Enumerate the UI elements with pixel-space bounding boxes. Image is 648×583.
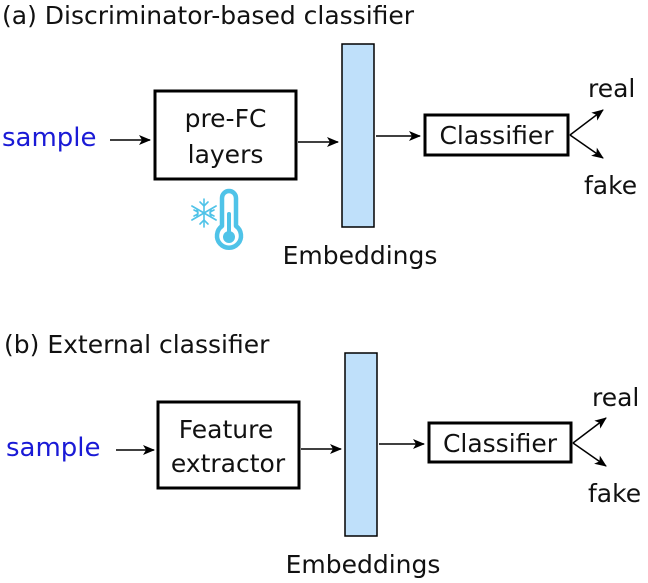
panel-b-feature-box	[156, 400, 301, 490]
snowflake-icon	[191, 198, 217, 228]
panel-a-fake-label: fake	[584, 171, 637, 200]
panel-a-embeddings-bar	[341, 43, 375, 228]
panel-b-classifier-box	[427, 421, 573, 464]
panel-b-input-label: sample	[6, 433, 101, 463]
panel-b-real-label: real	[592, 383, 639, 412]
panel-a-embeddings-label: Embeddings	[283, 241, 438, 270]
panel-b-embeddings-label: Embeddings	[286, 550, 441, 579]
panel-b-classifier-label: Classifier	[443, 429, 558, 458]
panel-a-title: (a) Discriminator-based classifier	[2, 1, 415, 30]
panel-a-real-label: real	[588, 74, 635, 103]
panel-a-fake-arrow	[569, 134, 604, 159]
panel-a-prefc-line2: layers	[188, 140, 264, 169]
panel-a-prefc-line1: pre-FC	[185, 104, 267, 133]
panel-b-title: (b) External classifier	[4, 330, 270, 359]
panel-a-prefc-box	[153, 89, 298, 181]
thermometer-icon	[214, 188, 244, 250]
panel-b-real-arrow	[572, 417, 607, 444]
panel-b-feature-line1: Feature	[179, 415, 273, 444]
panel-b-embeddings-bar	[344, 352, 378, 537]
panel-a-classifier-label: Classifier	[439, 121, 554, 150]
panel-a-input-label: sample	[2, 123, 97, 153]
panel-a: (a) Discriminator-based classifier sampl…	[2, 1, 637, 270]
panel-b: (b) External classifier sample Feature e…	[4, 330, 641, 579]
panel-a-real-arrow	[569, 109, 604, 136]
panel-b-fake-arrow	[572, 442, 607, 467]
snowflake-thermometer-icon	[191, 188, 244, 250]
panel-b-fake-label: fake	[588, 479, 641, 508]
panel-a-classifier-box	[423, 113, 570, 157]
panel-b-feature-line2: extractor	[171, 449, 286, 478]
